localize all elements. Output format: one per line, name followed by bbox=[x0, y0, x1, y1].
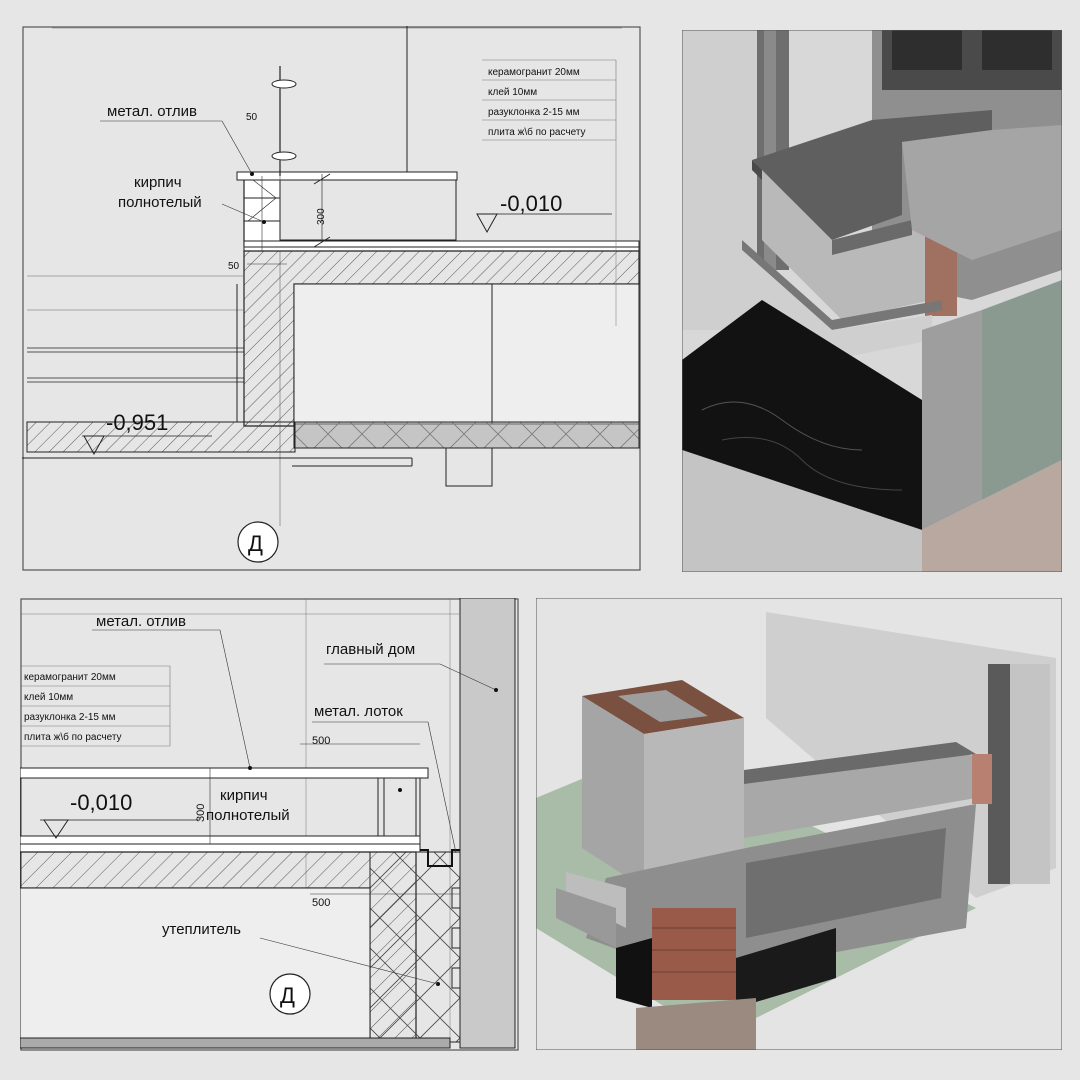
layer-4: плита ж\б по расчету bbox=[488, 126, 586, 138]
panel-frame bbox=[22, 26, 641, 571]
label-brick-line2: полнотелый bbox=[206, 807, 290, 824]
gutter bbox=[420, 849, 460, 867]
porch-3d-closeup-render-icon bbox=[682, 30, 1062, 572]
render-porch-closeup bbox=[682, 30, 1062, 572]
coping bbox=[20, 767, 429, 779]
detail-top-svg: метал. отлив кирпич полнотелый 50 50 300… bbox=[22, 26, 641, 571]
insulation bbox=[369, 851, 461, 1043]
finish-layer bbox=[243, 240, 640, 248]
label-brick-line1: кирпич bbox=[220, 787, 268, 804]
layer-2: клей 10мм bbox=[488, 87, 537, 98]
layer-3: разуклонка 2-15 мм bbox=[488, 107, 580, 118]
detail-bottom-svg: метал. отлив главный дом метал. лоток ки… bbox=[20, 598, 519, 1051]
layer-1: керамогранит 20мм bbox=[488, 67, 580, 78]
dim-50-side: 50 bbox=[228, 261, 240, 272]
layer-1: керамогранит 20мм bbox=[24, 672, 116, 683]
porch-3d-overview-render-icon bbox=[536, 598, 1062, 1050]
section-mark: Д bbox=[248, 531, 263, 556]
layer-4: плита ж\б по расчету bbox=[24, 731, 122, 743]
render-porch-overview bbox=[536, 598, 1062, 1050]
section-mark: Д bbox=[280, 983, 295, 1008]
level-upper: -0,010 bbox=[70, 790, 132, 815]
label-gutter: метал. лоток bbox=[314, 703, 403, 720]
dim-500-mid: 500 bbox=[312, 897, 330, 909]
main-house-wall bbox=[459, 598, 516, 1049]
label-flashing: метал. отлив bbox=[107, 103, 197, 120]
detail-drawing-bottom: метал. отлив главный дом метал. лоток ки… bbox=[20, 598, 520, 1052]
section-mark-circle bbox=[237, 521, 279, 563]
label-brick-line2: полнотелый bbox=[118, 194, 202, 211]
label-main-house: главный дом bbox=[326, 641, 415, 658]
dim-300: 300 bbox=[316, 208, 327, 225]
panel-frame bbox=[20, 598, 519, 1051]
level-upper: -0,010 bbox=[500, 191, 562, 216]
label-insulation: утеплитель bbox=[162, 921, 241, 938]
label-brick-line1: кирпич bbox=[134, 174, 182, 191]
coping bbox=[236, 171, 458, 181]
section-mark-circle bbox=[269, 973, 311, 1015]
layer-2: клей 10мм bbox=[24, 692, 73, 703]
label-flashing: метал. отлив bbox=[96, 613, 186, 630]
dim-50-top: 50 bbox=[246, 112, 258, 123]
level-lower: -0,951 bbox=[106, 410, 168, 435]
layer-3: разуклонка 2-15 мм bbox=[24, 712, 116, 723]
dim-300: 300 bbox=[195, 804, 207, 822]
detail-drawing-top: метал. отлив кирпич полнотелый 50 50 300… bbox=[22, 26, 642, 572]
dim-500-top: 500 bbox=[312, 735, 330, 747]
